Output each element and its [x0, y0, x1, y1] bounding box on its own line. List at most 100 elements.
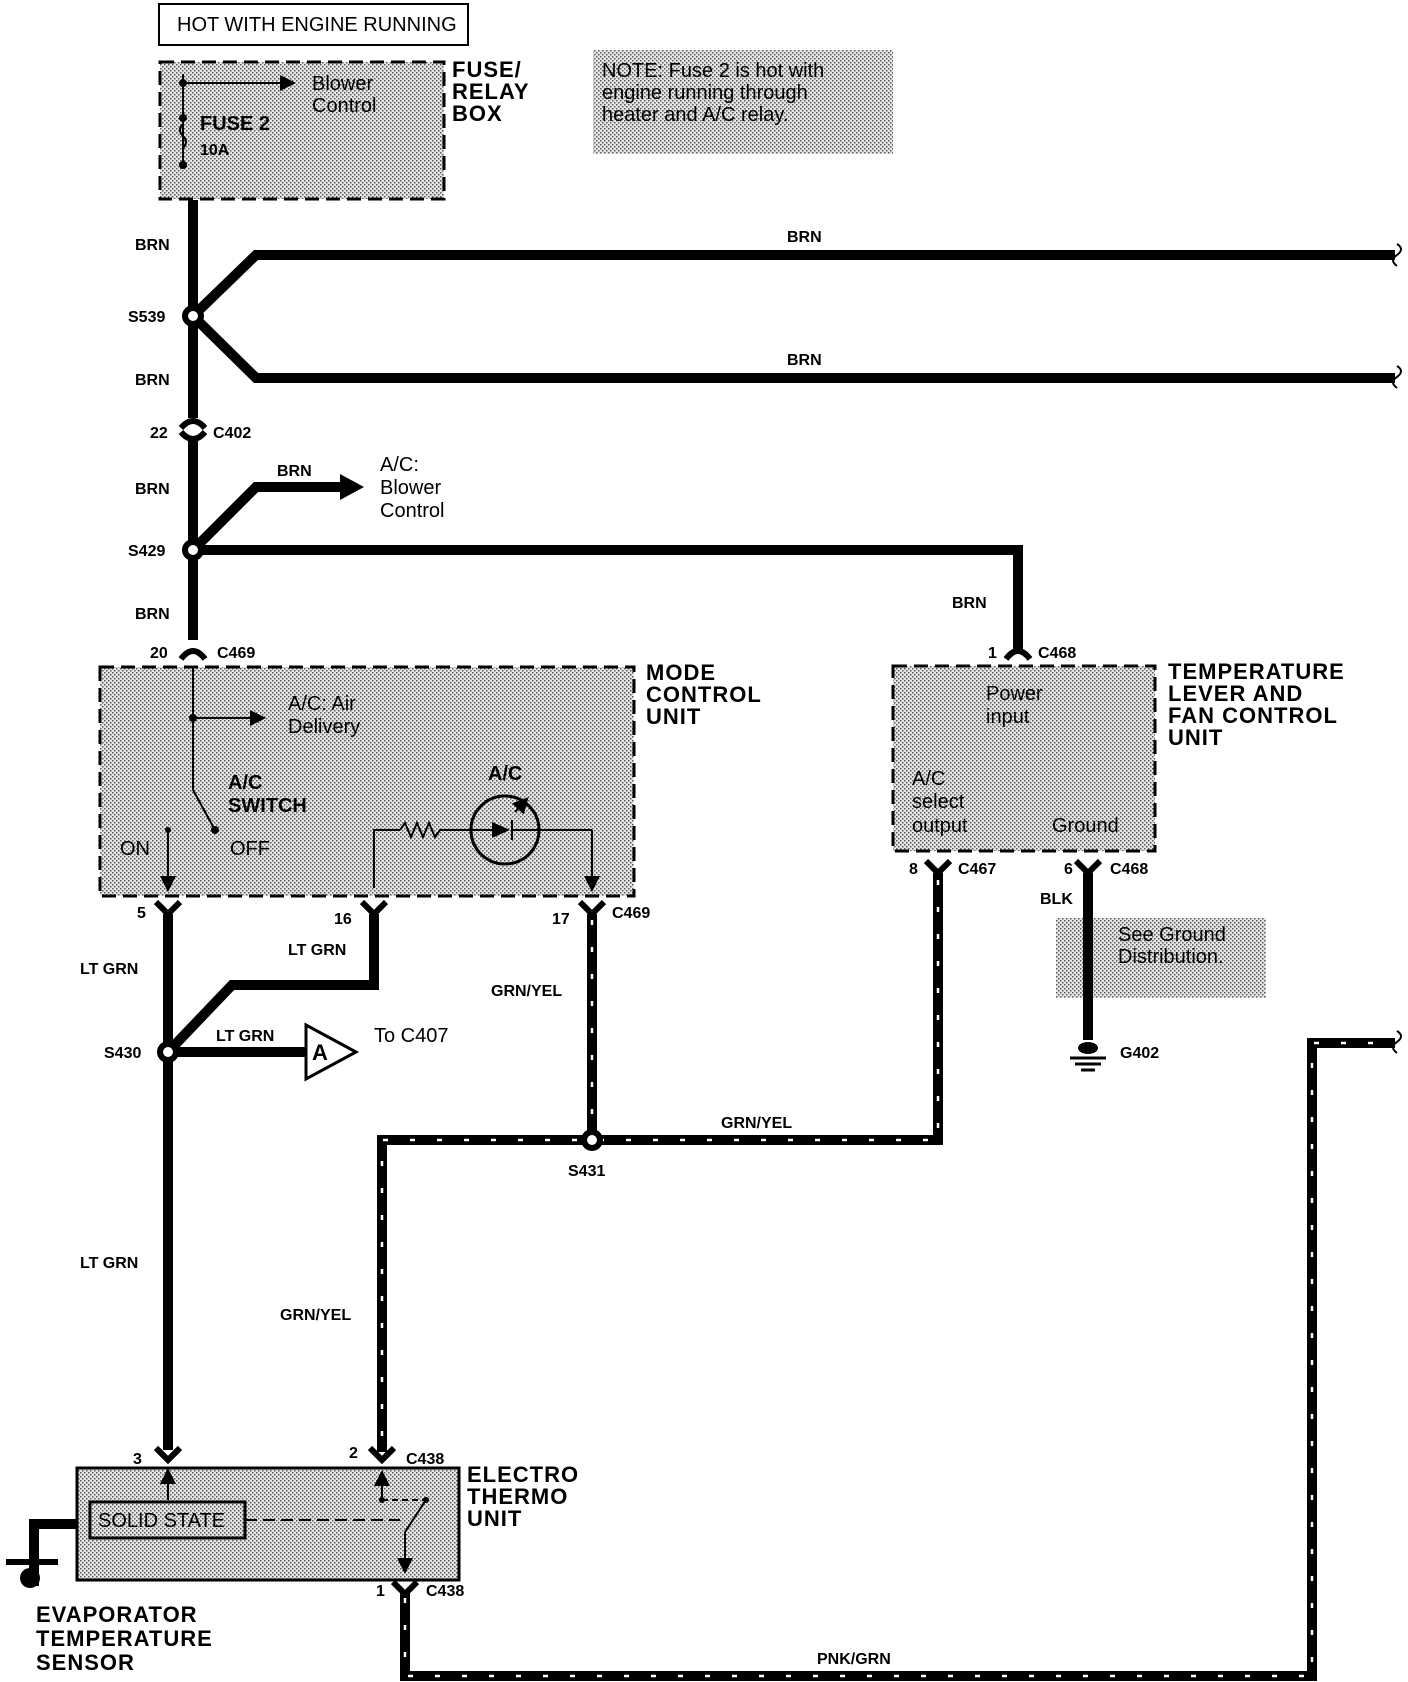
wire-label-brn-2: BRN [787, 229, 822, 246]
wire-label-ltgrn-3: LT GRN [216, 1028, 274, 1045]
mode-switch-label-1: A/C [228, 772, 262, 794]
ac-switch-blade [192, 789, 216, 831]
evap-line-3: SENSOR [36, 1650, 135, 1675]
ground-point-label: G402 [1120, 1045, 1159, 1062]
offpage-text: To C407 [374, 1025, 449, 1047]
offpage-letter: A [312, 1040, 329, 1065]
fuse-box-arrow-line-1: Blower [312, 73, 373, 95]
connector-c402: 22 C402 [150, 418, 251, 442]
blower-ref-line-1: A/C: [380, 454, 419, 476]
c438-pin-3: 3 [133, 1451, 142, 1468]
wire-label-grnyel-2: GRN/YEL [721, 1115, 792, 1132]
connector-c468-top-label: C468 [1038, 645, 1076, 662]
temp-power-input-2: input [986, 706, 1030, 728]
resistor-icon [399, 820, 470, 840]
temp-ground: Ground [1052, 815, 1119, 837]
mode-air-delivery-2: Delivery [288, 716, 360, 738]
splice-s430-label: S430 [104, 1045, 141, 1062]
connector-c402-label: C402 [213, 425, 251, 442]
electro-thermo-title-2: THERMO [467, 1484, 568, 1509]
offpage-triangle-icon [304, 1022, 360, 1082]
temp-title-3: FAN CONTROL [1168, 703, 1338, 728]
temp-select-3: output [912, 815, 968, 837]
thermo-switch-blade [404, 1499, 427, 1533]
mode-control-unit: A/C: Air Delivery A/C SWITCH ON OFF A/C … [98, 660, 762, 898]
mode-title-2: CONTROL [646, 682, 762, 707]
case-ground-icon [6, 1519, 77, 1588]
evap-line-2: TEMPERATURE [36, 1626, 213, 1651]
fuse-box-title-3: BOX [452, 101, 503, 126]
connector-c402-pin: 22 [150, 425, 168, 442]
wire-label-brn-7: BRN [135, 606, 170, 623]
blk-ground-circuit: BLK See Ground Distribution. G402 [1040, 873, 1266, 1072]
fuse-name: FUSE 2 [200, 113, 270, 135]
solid-state-label: SOLID STATE [98, 1510, 225, 1532]
connector-c469-top-pin: 20 [150, 645, 168, 662]
fuse-box-arrow-line-2: Control [312, 95, 376, 117]
temp-title-1: TEMPERATURE [1168, 659, 1345, 684]
c467-pin: 8 [909, 861, 918, 878]
wire-label-brn-8: BRN [952, 595, 987, 612]
splice-s430: S430 [104, 1041, 179, 1063]
connector-c469-top-label: C469 [217, 645, 255, 662]
wire-label-brn-3: BRN [787, 352, 822, 369]
electro-thermo-title-3: UNIT [467, 1506, 522, 1531]
fuse-box-title-1: FUSE/ [452, 57, 522, 82]
connector-c468-top-pin: 1 [988, 645, 997, 662]
temp-select-2: select [912, 791, 965, 813]
temp-select-1: A/C [912, 768, 945, 790]
blower-ref-line-3: Control [380, 500, 444, 522]
c468-pin-6: 6 [1064, 861, 1073, 878]
c438-pin-1: 1 [376, 1583, 385, 1600]
ground-icon [1070, 1042, 1106, 1072]
c469-pin-16: 16 [334, 911, 352, 928]
fuse-rating: 10A [200, 142, 230, 159]
wire-label-pnkgrn: PNK/GRN [817, 1651, 891, 1668]
wire-label-brn-1: BRN [135, 237, 170, 254]
grn-yel-circuit [377, 873, 943, 1452]
mode-switch-label-2: SWITCH [228, 795, 307, 817]
connector-c469-top: 20 C469 [150, 645, 255, 662]
temp-lever-fan-unit: Power input A/C select output Ground TEM… [891, 659, 1345, 853]
splice-s431: S431 [568, 1129, 605, 1180]
note-line-2: engine running through [602, 82, 808, 104]
wire-label-brn-5: BRN [277, 463, 312, 480]
c469-pin-17: 17 [552, 911, 570, 928]
c467-label: C467 [958, 861, 996, 878]
wire-label-ltgrn-4: LT GRN [80, 1255, 138, 1272]
note-line-1: NOTE: Fuse 2 is hot with [602, 60, 824, 82]
temp-title-4: UNIT [1168, 725, 1223, 750]
c438-top-label: C438 [406, 1451, 444, 1468]
fuse-box-title-2: RELAY [452, 79, 530, 104]
mode-ac-led-label: A/C [488, 763, 522, 785]
wire-label-blk: BLK [1040, 891, 1073, 908]
connector-c469-bottom: 5 16 17 C469 [137, 899, 650, 928]
electro-thermo-title-1: ELECTRO [467, 1462, 579, 1487]
c469-bottom-label: C469 [612, 905, 650, 922]
power-header: HOT WITH ENGINE RUNNING [158, 3, 469, 46]
c438-bottom-label: C438 [426, 1583, 464, 1600]
pnk-grn-circuit [400, 1030, 1402, 1681]
fuse-icon [179, 123, 187, 149]
wire-label-ltgrn-2: LT GRN [288, 942, 346, 959]
electro-thermo-unit: 3 2 C438 SOLID STATE ELECTRO THERMO UNIT… [75, 1445, 579, 1600]
wire-label-grnyel-1: GRN/YEL [491, 983, 562, 1000]
blower-ref-line-2: Blower [380, 477, 441, 499]
ground-note-1: See Ground [1118, 924, 1226, 946]
wire-label-ltgrn-1: LT GRN [80, 961, 138, 978]
temp-power-input-1: Power [986, 683, 1043, 705]
splice-s431-label: S431 [568, 1163, 605, 1180]
mode-air-delivery-1: A/C: Air [288, 693, 356, 715]
c438-pin-2: 2 [349, 1445, 358, 1462]
c468-bottom-label: C468 [1110, 861, 1148, 878]
splice-s429: S429 [128, 539, 204, 561]
note-box: NOTE: Fuse 2 is hot with engine running … [593, 50, 893, 154]
mode-switch-on: ON [120, 838, 150, 860]
wire-label-grnyel-3: GRN/YEL [280, 1307, 351, 1324]
splice-s429-label: S429 [128, 543, 165, 560]
temp-title-2: LEVER AND [1168, 681, 1303, 706]
c469-pin-5: 5 [137, 905, 146, 922]
fuse-relay-box: Blower Control FUSE 2 10A FUSE/ RELAY BO… [158, 57, 530, 201]
ground-note-2: Distribution. [1118, 946, 1224, 968]
